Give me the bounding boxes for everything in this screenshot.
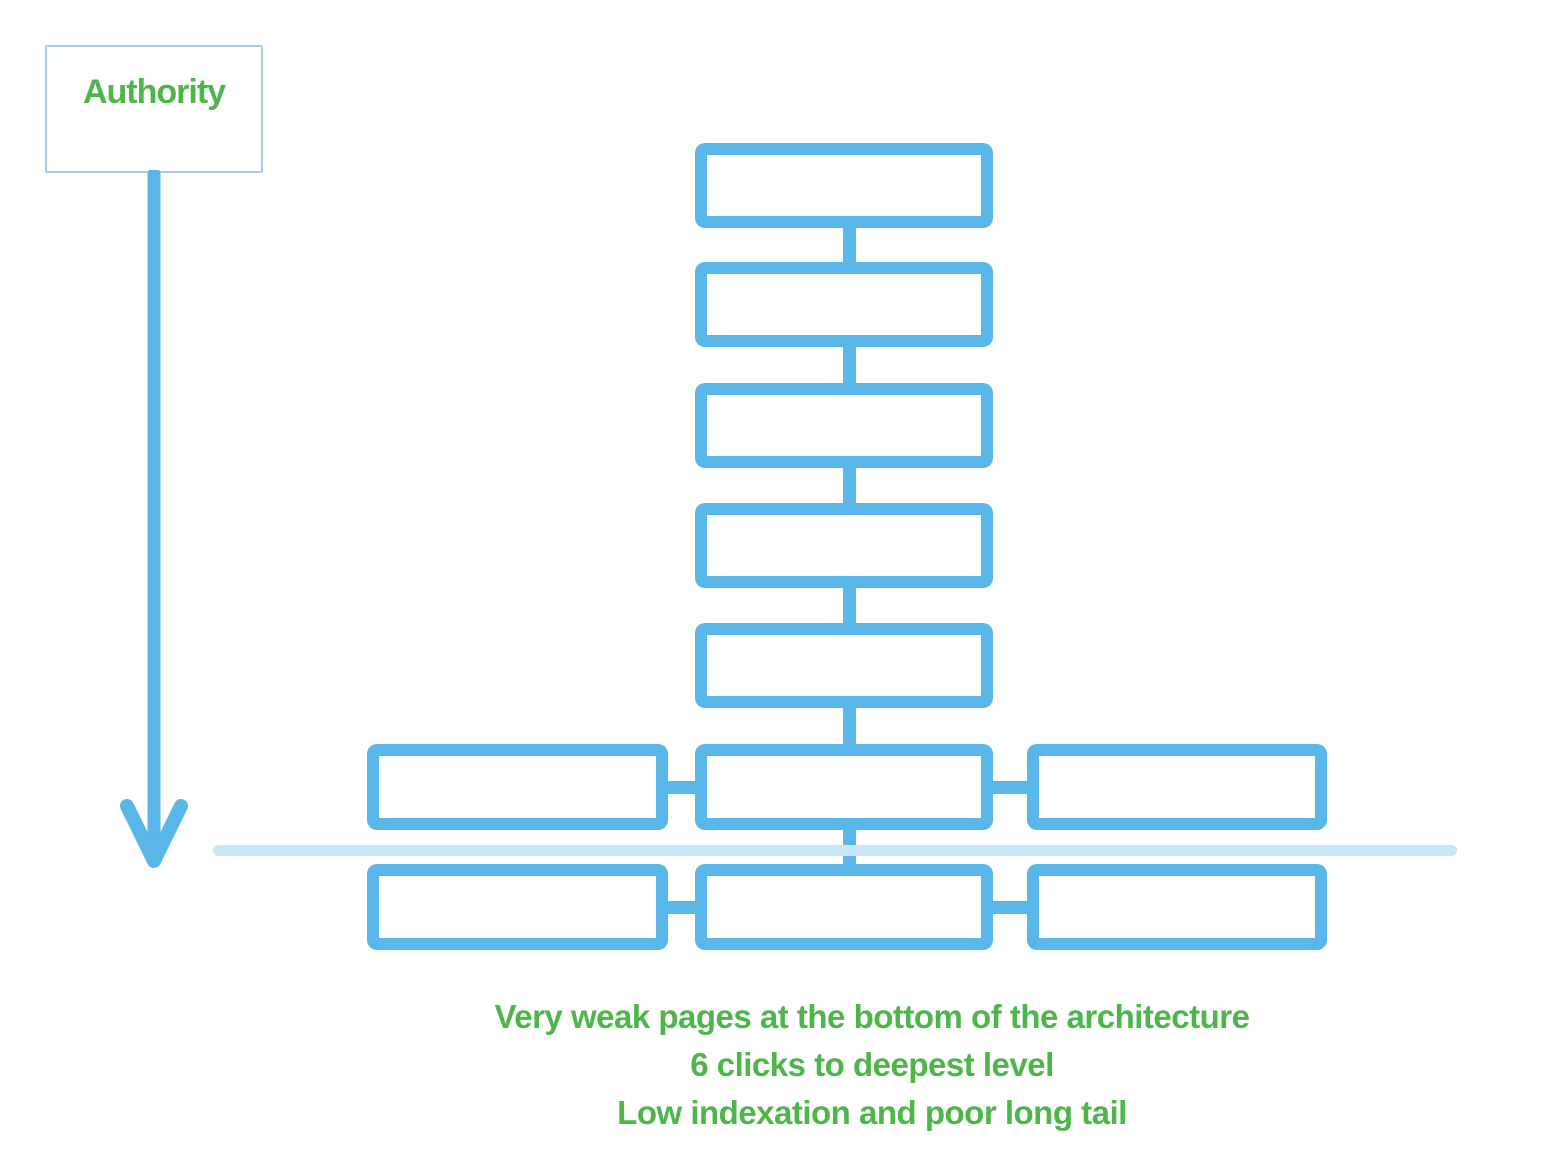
row2-left-box bbox=[367, 864, 668, 950]
row1-right-box bbox=[1027, 744, 1327, 830]
stack-box-level-2 bbox=[695, 262, 993, 347]
row1-right-connector bbox=[991, 781, 1029, 794]
row2-right-box bbox=[1027, 864, 1327, 950]
vertical-connector-3 bbox=[843, 466, 856, 507]
depth-divider-line bbox=[213, 845, 1457, 856]
stack-box-level-4 bbox=[695, 503, 993, 588]
row2-right-connector bbox=[991, 901, 1029, 914]
row1-left-box bbox=[367, 744, 668, 830]
vertical-connector-2 bbox=[843, 345, 856, 387]
row2-center-box bbox=[695, 864, 993, 950]
stack-box-level-3 bbox=[695, 383, 993, 468]
vertical-connector-1 bbox=[843, 226, 856, 266]
arrow-head-icon bbox=[120, 799, 188, 868]
caption-line-1: Very weak pages at the bottom of the arc… bbox=[494, 998, 1250, 1035]
caption-block: Very weak pages at the bottom of the arc… bbox=[99, 993, 1546, 1137]
row1-left-connector bbox=[666, 781, 697, 794]
stack-box-level-5 bbox=[695, 623, 993, 708]
vertical-connector-5 bbox=[843, 706, 856, 748]
caption-line-3: Low indexation and poor long tail bbox=[617, 1094, 1127, 1131]
authority-label: Authority bbox=[82, 73, 226, 111]
authority-label-box: Authority bbox=[45, 45, 263, 173]
caption-line-2: 6 clicks to deepest level bbox=[690, 1046, 1054, 1083]
vertical-connector-4 bbox=[843, 586, 856, 627]
stack-box-level-1 bbox=[695, 143, 993, 228]
row1-center-box bbox=[695, 744, 993, 830]
row2-left-connector bbox=[666, 901, 697, 914]
authority-down-arrow bbox=[120, 170, 188, 868]
